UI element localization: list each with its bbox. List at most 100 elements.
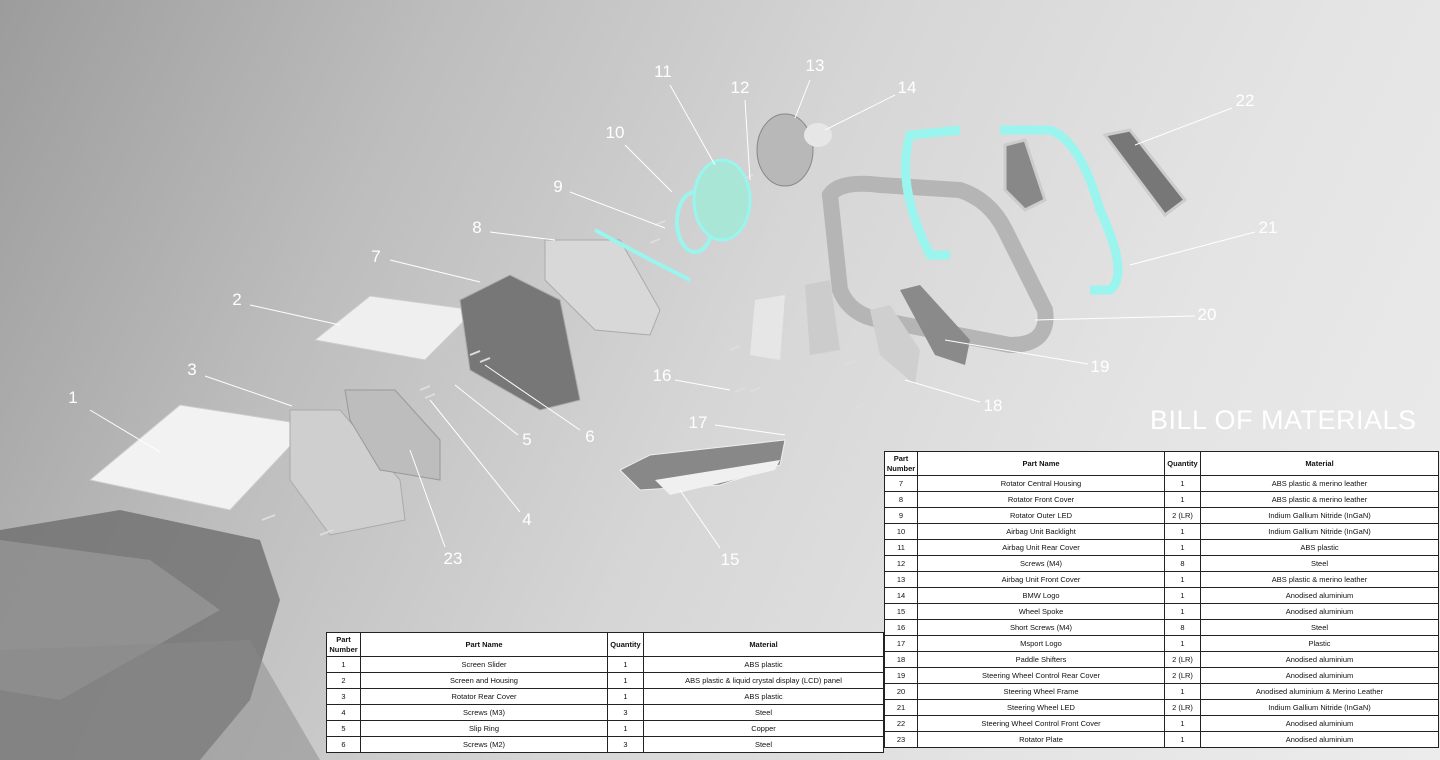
callout-label: 5 bbox=[522, 430, 532, 449]
quantity-cell: 1 bbox=[1164, 715, 1201, 732]
part-name-cell: Paddle Shifters bbox=[917, 651, 1165, 668]
part-name-cell: Steering Wheel LED bbox=[917, 699, 1165, 716]
quantity-cell: 2 (LR) bbox=[1164, 507, 1201, 524]
part-number-cell: 20 bbox=[884, 683, 918, 700]
part-number-cell: 17 bbox=[884, 635, 918, 652]
part-number-cell: 1 bbox=[326, 656, 361, 673]
part-number-cell: 23 bbox=[884, 731, 918, 748]
callout-label: 9 bbox=[553, 177, 563, 196]
quantity-cell: 1 bbox=[1164, 523, 1201, 540]
part-number-cell: 7 bbox=[884, 475, 918, 492]
part-name-header: Part Name bbox=[360, 632, 608, 657]
part-steering-wheel-frame bbox=[821, 175, 1054, 354]
quantity-cell: 3 bbox=[607, 736, 644, 753]
material-cell: ABS plastic bbox=[643, 656, 884, 673]
material-cell: Steel bbox=[1200, 555, 1439, 572]
material-cell: Anodised aluminium & Merino Leather bbox=[1200, 683, 1439, 700]
part-airbag-rear-cover bbox=[692, 158, 752, 242]
part-wheel-spoke-top bbox=[655, 460, 780, 495]
material-cell: Anodised aluminium bbox=[1200, 587, 1439, 604]
part-name-cell: Rotator Central Housing bbox=[917, 475, 1165, 492]
quantity-cell: 1 bbox=[1164, 587, 1201, 604]
part-name-cell: Airbag Unit Front Cover bbox=[917, 571, 1165, 588]
quantity-cell: 8 bbox=[1164, 619, 1201, 636]
material-cell: Steel bbox=[643, 736, 884, 753]
material-cell: Indium Gallium Nitride (InGaN) bbox=[1200, 699, 1439, 716]
part-name-cell: Steering Wheel Control Front Cover bbox=[917, 715, 1165, 732]
material-cell: Steel bbox=[1200, 619, 1439, 636]
callout-label: 14 bbox=[897, 78, 917, 97]
material-cell: ABS plastic & merino leather bbox=[1200, 475, 1439, 492]
callout-label: 18 bbox=[983, 396, 1003, 415]
part-name-header: Part Name bbox=[917, 451, 1165, 476]
quantity-cell: 8 bbox=[1164, 555, 1201, 572]
callout-label: 20 bbox=[1197, 305, 1217, 324]
quantity-cell: 1 bbox=[607, 688, 644, 705]
callout-label: 7 bbox=[371, 247, 381, 266]
part-rotator-plate bbox=[344, 389, 441, 481]
quantity-cell: 2 (LR) bbox=[1164, 651, 1201, 668]
part-name-cell: Screws (M4) bbox=[917, 555, 1165, 572]
callout-label: 12 bbox=[730, 78, 750, 97]
quantity-cell: 1 bbox=[607, 720, 644, 737]
quantity-cell: 1 bbox=[1164, 635, 1201, 652]
part-name-cell: Rotator Front Cover bbox=[917, 491, 1165, 508]
part-number-cell: 6 bbox=[326, 736, 361, 753]
quantity-cell: 2 (LR) bbox=[1164, 699, 1201, 716]
callout-label: 23 bbox=[443, 549, 463, 568]
part-control-plate bbox=[805, 280, 840, 355]
callout-label: 19 bbox=[1090, 357, 1110, 376]
part-number-cell: 12 bbox=[884, 555, 918, 572]
part-number-cell: 15 bbox=[884, 603, 918, 620]
material-cell: Plastic bbox=[1200, 635, 1439, 652]
callout-label: 22 bbox=[1235, 91, 1255, 110]
part-number-cell: 13 bbox=[884, 571, 918, 588]
part-rotator-front-cover bbox=[544, 239, 661, 336]
quantity-cell: 3 bbox=[607, 704, 644, 721]
part-name-cell: Screws (M3) bbox=[360, 704, 608, 721]
callout-label: 13 bbox=[805, 56, 825, 75]
part-name-cell: Rotator Rear Cover bbox=[360, 688, 608, 705]
callout-label: 3 bbox=[187, 360, 197, 379]
callout-label: 16 bbox=[652, 366, 672, 385]
callout-label: 17 bbox=[688, 413, 708, 432]
part-name-cell: BMW Logo bbox=[917, 587, 1165, 604]
part-rotator-rear-cover bbox=[289, 409, 406, 536]
part-number-header: Part Number bbox=[326, 632, 361, 657]
quantity-cell: 1 bbox=[1164, 683, 1201, 700]
part-number-cell: 2 bbox=[326, 672, 361, 689]
callout-label: 6 bbox=[585, 427, 595, 446]
material-cell: Indium Gallium Nitride (InGaN) bbox=[1200, 523, 1439, 540]
material-cell: Indium Gallium Nitride (InGaN) bbox=[1200, 507, 1439, 524]
part-screen-slider bbox=[88, 404, 312, 511]
part-number-cell: 11 bbox=[884, 539, 918, 556]
material-cell: ABS plastic bbox=[643, 688, 884, 705]
callout-label: 21 bbox=[1258, 218, 1278, 237]
quantity-cell: 1 bbox=[1164, 603, 1201, 620]
quantity-header: Quantity bbox=[1164, 451, 1201, 476]
part-control-front-cover bbox=[1102, 128, 1188, 218]
part-control-front-cover-left bbox=[1003, 138, 1047, 212]
part-name-cell: Short Screws (M4) bbox=[917, 619, 1165, 636]
part-number-cell: 9 bbox=[884, 507, 918, 524]
part-number-cell: 8 bbox=[884, 491, 918, 508]
quantity-cell: 1 bbox=[1164, 731, 1201, 748]
